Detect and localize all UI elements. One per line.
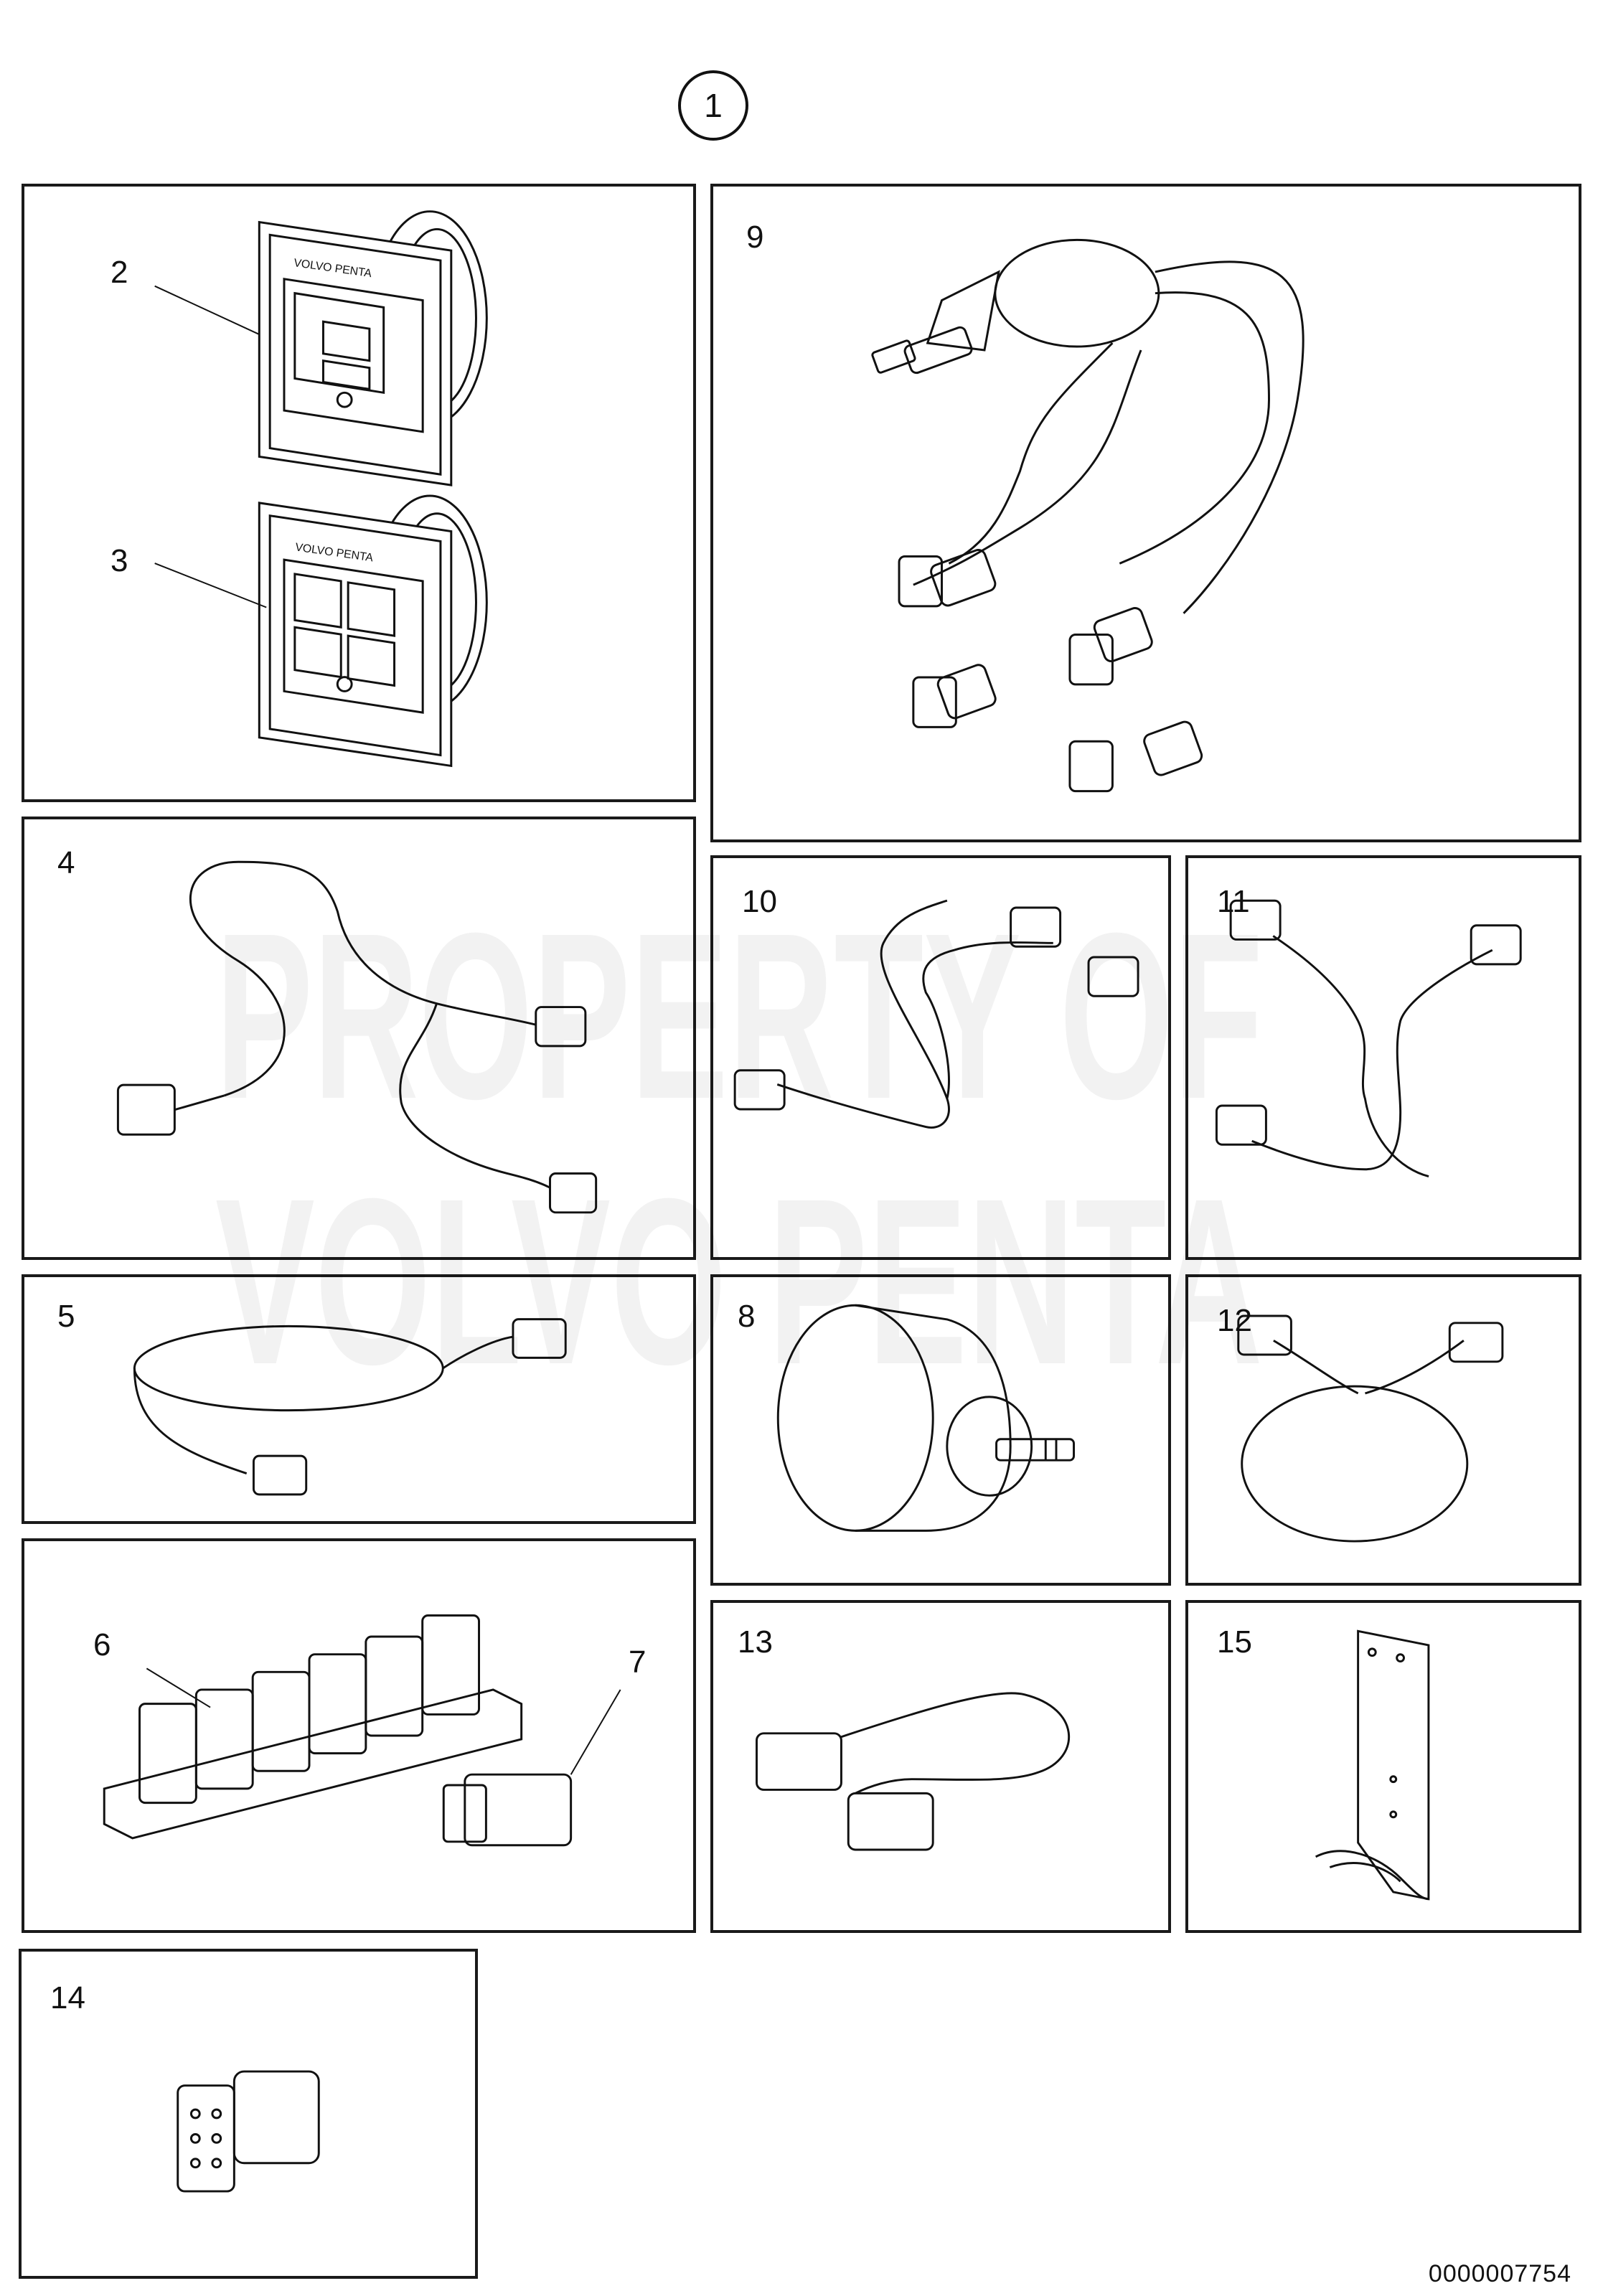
panel-13-label: 13 [738, 1624, 773, 1660]
harness-10-illustration [733, 899, 1139, 1129]
junction-block-illustration [103, 1614, 621, 1847]
assembly-number-callout: 1 [678, 70, 748, 141]
panel-4-label: 4 [57, 845, 75, 880]
harness-4-illustration [116, 860, 598, 1214]
panel-12-harness: 12 [1185, 1274, 1581, 1586]
panel-10-label: 10 [742, 884, 777, 919]
panel-12-label: 12 [1217, 1303, 1252, 1338]
panel-8-label: 8 [738, 1299, 756, 1334]
bracket-15-illustration [1315, 1629, 1430, 1901]
callout-3: 3 [111, 543, 128, 578]
panel-11-harness: 11 [1185, 855, 1581, 1260]
panel-5-cable: 5 [22, 1274, 696, 1524]
connector-14-illustration [177, 2070, 320, 2193]
panel-9-sensor-harness: 9 [710, 184, 1581, 842]
callout-7: 7 [629, 1645, 647, 1680]
panel-5-label: 5 [57, 1299, 75, 1334]
harness-12-illustration [1237, 1314, 1504, 1543]
callout-6: 6 [93, 1627, 111, 1662]
gauge-8-illustration [776, 1304, 1075, 1532]
harness-11-illustration [1215, 899, 1522, 1177]
sensor-harness-illustration [871, 238, 1305, 793]
control-panels-illustration: VOLVO PENTA VOLVO PENTA [154, 210, 488, 768]
panel-11-label: 11 [1217, 884, 1250, 919]
panel-8-gauge: 8 [710, 1274, 1171, 1586]
cable-5-illustration [133, 1318, 567, 1496]
panel-15-label: 15 [1217, 1624, 1252, 1660]
panel-15-bracket: 15 [1185, 1600, 1581, 1933]
panel-4-harness: 4 [22, 817, 696, 1260]
panel-13-adapter-cable: 13 [710, 1600, 1171, 1933]
panel-junction-block: 6 7 [22, 1538, 696, 1933]
callout-2: 2 [111, 255, 128, 290]
panel-9-label: 9 [746, 220, 764, 255]
panel-14-label: 14 [50, 1980, 85, 2015]
document-number: 0000007754 [1428, 2260, 1571, 2287]
adapter-cable-13-illustration [756, 1692, 1071, 1851]
panel-control-panels: VOLVO PENTA VOLVO PENTA 2 3 [22, 184, 696, 802]
panel-10-harness: 10 [710, 855, 1171, 1260]
panel-14-connector: 14 [19, 1949, 478, 2279]
